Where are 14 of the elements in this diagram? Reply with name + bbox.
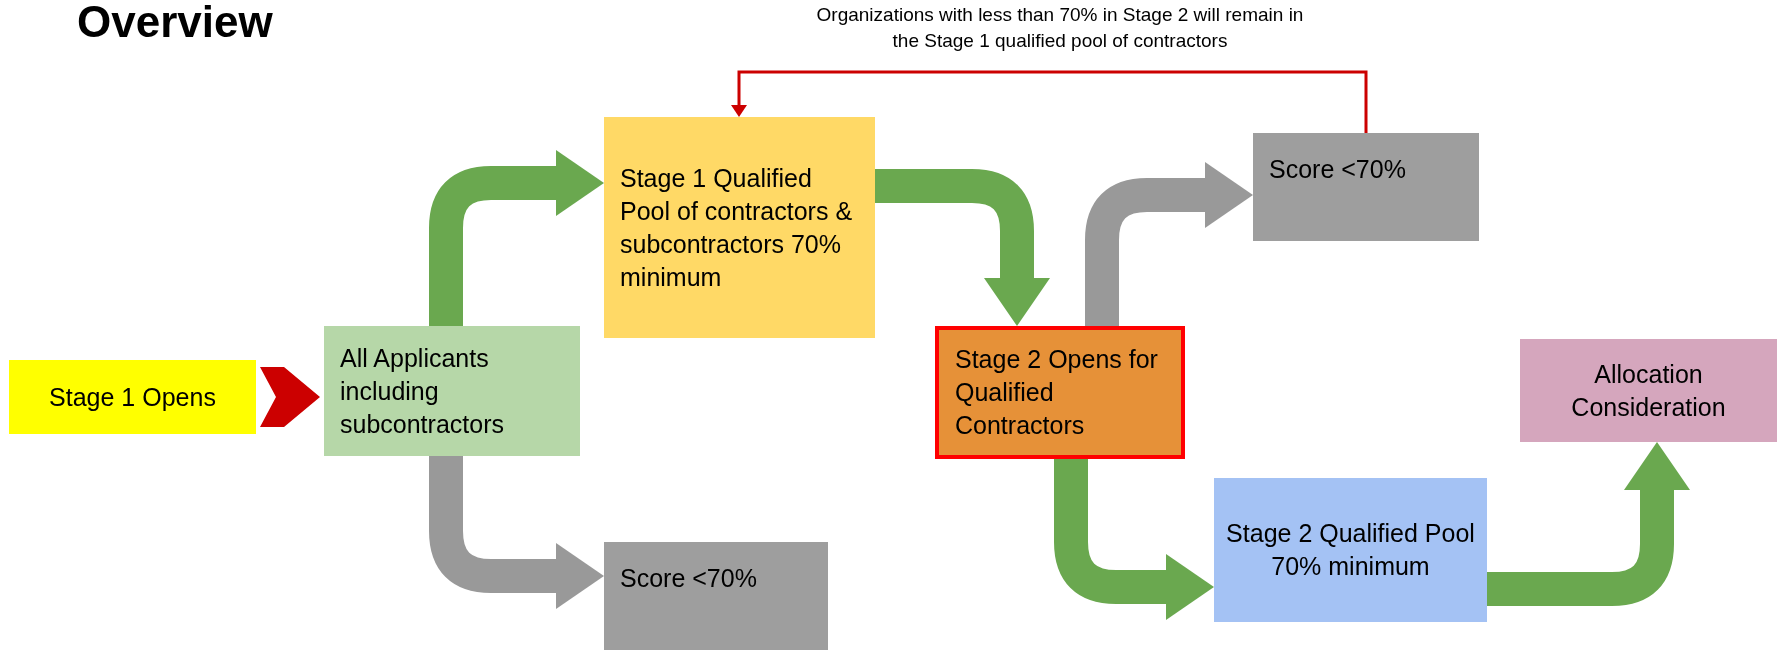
process-box: All Applicants including subcontractors	[324, 326, 580, 456]
process-box: Allocation Consideration	[1520, 339, 1777, 442]
process-box: Stage 2 Opens for Qualified Contractors	[935, 326, 1185, 459]
chevron-arrow	[260, 367, 320, 427]
process-box: Score <70%	[604, 542, 828, 650]
title: Overview	[77, 0, 273, 48]
feedback-arrow	[731, 70, 1368, 133]
bent-arrow	[429, 150, 604, 326]
process-box: Stage 2 Qualified Pool 70% minimum	[1214, 478, 1487, 622]
bent-arrow	[1487, 442, 1690, 606]
process-box: Stage 1 Opens	[9, 360, 256, 434]
process-box: Stage 1 Qualified Pool of contractors & subcontractors 70% minimum	[604, 117, 875, 338]
bent-arrow	[875, 169, 1050, 326]
process-box: Score <70%	[1253, 133, 1479, 241]
